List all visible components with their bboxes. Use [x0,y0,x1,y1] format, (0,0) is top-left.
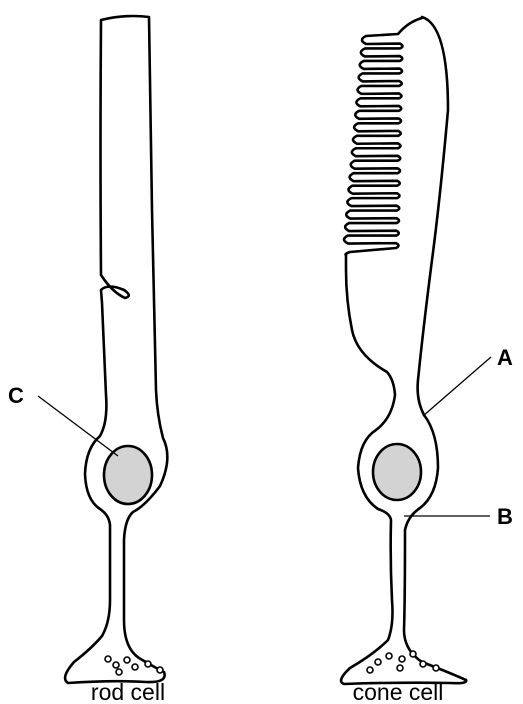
vesicle [124,657,130,663]
cone-cell-outline [341,17,466,684]
vesicle [145,661,151,667]
vesicle [420,661,426,667]
label-a: A [497,345,513,370]
label-a-group: A [423,345,513,416]
vesicle [367,667,373,673]
vesicle [433,665,439,671]
label-a-leader [423,357,491,416]
rod-nucleus [104,446,152,504]
rod-cell [65,16,167,683]
vesicle [386,653,392,659]
rod-cell-caption: rod cell [91,679,165,704]
vesicle [132,664,138,670]
cone-cell-caption: cone cell [353,679,444,704]
vesicle [399,656,405,662]
vesicle [105,656,111,662]
cone-folds [344,18,422,255]
label-b: B [497,504,513,529]
vesicle [113,662,119,668]
cone-vesicles [367,651,439,673]
cone-lamellae [344,18,422,255]
vesicle [116,669,122,675]
vesicle [410,651,416,657]
cone-nucleus [373,444,421,500]
rod-cell-outline [65,16,167,683]
cone-cell [341,17,466,684]
label-c: C [8,383,24,408]
vesicle [397,665,403,671]
label-c-group: C [8,383,118,456]
vesicle [157,667,163,673]
vesicle [375,659,381,665]
